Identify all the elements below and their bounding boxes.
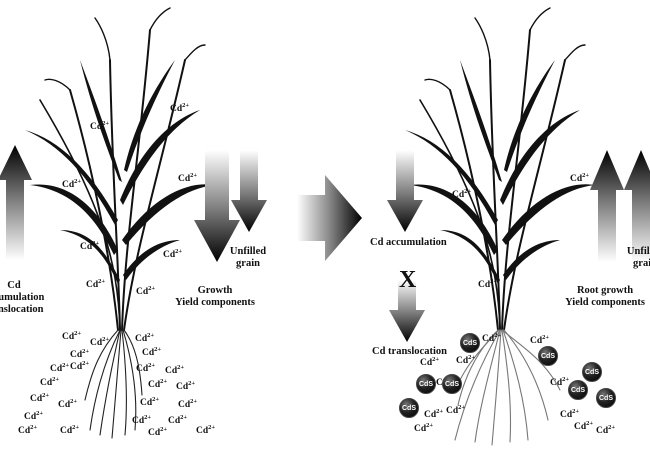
cd-translocation-down-arrow — [389, 280, 425, 342]
cd-ion: Cd2+ — [165, 364, 185, 377]
cd-ion: Cd2+ — [168, 414, 188, 427]
cd-ion: Cd2+ — [560, 408, 580, 421]
cd-ion: Cd2+ — [574, 420, 594, 433]
cd-ion: Cd2+ — [86, 278, 106, 291]
cd-ion: Cd2+ — [142, 346, 162, 359]
label-line: Growth — [197, 285, 233, 296]
cd-ion: Cd2+ — [446, 404, 466, 417]
cd-ion: Cd2+ — [420, 356, 440, 369]
cd-ion: Cd2+ — [148, 426, 168, 439]
cd-ion: Cd2+ — [24, 410, 44, 423]
root-growth-yield-label: Root growth Yield components — [560, 285, 650, 309]
root-growth-up-arrow — [590, 150, 624, 262]
cds-particle: CdS — [460, 333, 480, 353]
cd-ion: Cd2+ — [424, 408, 444, 421]
cd-ion: Cd2+ — [530, 334, 550, 347]
cd-accumulation-down-arrow — [387, 150, 423, 232]
cd-ion: Cd2+ — [62, 330, 82, 343]
cd-ion: Cd2+ — [414, 422, 434, 435]
cd-ion: Cd2+ — [163, 248, 183, 261]
cd-ion: Cd2+ — [58, 398, 78, 411]
cds-particle: CdS — [568, 380, 588, 400]
cd-ion: Cd2+ — [196, 424, 216, 437]
cd-ion: Cd2+ — [596, 424, 616, 437]
cd-ion: Cd2+ — [482, 332, 502, 345]
cd-ion: Cd2+ — [148, 378, 168, 391]
label-line: Yield components — [175, 297, 255, 308]
cd-ion: Cd2+ — [80, 240, 100, 253]
cds-particle: CdS — [582, 362, 602, 382]
left-unfilled-grain-label: Unfilled grain — [228, 246, 268, 270]
label-line: Root growth — [576, 285, 634, 296]
cd-ion: Cd2+ — [135, 332, 155, 345]
growth-down-arrow — [194, 150, 240, 262]
cd-ion: Cd2+ — [478, 278, 498, 291]
label-line: accumulation — [0, 292, 45, 303]
transition-arrow — [297, 175, 362, 261]
cd-ion: Cd2+ — [178, 172, 198, 185]
cd-ion: Cd2+ — [140, 396, 160, 409]
label-line: grain — [236, 258, 260, 269]
right-unfilled-grain-label: Unfilled grain — [625, 246, 650, 270]
cd-ion: Cd2+ — [30, 392, 50, 405]
accumulation-translocation-label: Cd accumulation translocation — [0, 280, 50, 316]
cds-particle: CdS — [416, 374, 436, 394]
cd-ion: Cd2+ — [452, 188, 472, 201]
label-line: Unfilled — [229, 246, 267, 257]
cd-translocation-label: Cd translocation — [372, 346, 447, 357]
cd-ion: Cd2+ — [456, 354, 476, 367]
cds-particle: CdS — [596, 388, 616, 408]
cd-ion: Cd2+ — [178, 398, 198, 411]
label-line: grain — [633, 258, 650, 269]
cd-ion: Cd2+ — [60, 424, 80, 437]
blocked-x-mark: X — [399, 267, 417, 293]
cd-ion: Cd2+ — [136, 362, 156, 375]
cds-particle: CdS — [538, 346, 558, 366]
right-rice-plant — [405, 7, 595, 446]
cd-ion: Cd2+ — [132, 414, 152, 427]
cds-particle: CdS — [399, 398, 419, 418]
cd-ion: Cd2+ — [90, 120, 110, 133]
label-line: translocation — [0, 304, 44, 315]
cd-ion: Cd2+ — [70, 360, 90, 373]
cd-ion: Cd2+ — [62, 178, 82, 191]
cd-ion: Cd2+ — [40, 376, 60, 389]
cd-ion: Cd2+ — [176, 380, 196, 393]
cd-ion: Cd2+ — [50, 362, 70, 375]
unfilled-grain-down-arrow — [231, 150, 267, 232]
cd-ion: Cd2+ — [18, 424, 38, 437]
cd-ion: Cd2+ — [570, 172, 590, 185]
cd-ion: Cd2+ — [70, 348, 90, 361]
cd-ion: Cd2+ — [90, 336, 110, 349]
label-line: Yield components — [565, 297, 645, 308]
label-line: Cd — [7, 280, 21, 291]
cd-ion: Cd2+ — [170, 102, 190, 115]
cd-ion: Cd2+ — [136, 285, 156, 298]
label-line: Unfilled — [626, 246, 650, 257]
cd-accumulation-label: Cd accumulation — [370, 237, 447, 248]
accumulation-up-arrow — [0, 145, 32, 260]
cds-particle: CdS — [442, 374, 462, 394]
growth-yield-label: Growth Yield components — [170, 285, 260, 309]
left-rice-plant — [25, 7, 215, 439]
cd-ion: Cd2+ — [550, 376, 570, 389]
unfilled-grain-up-arrow — [624, 150, 650, 262]
